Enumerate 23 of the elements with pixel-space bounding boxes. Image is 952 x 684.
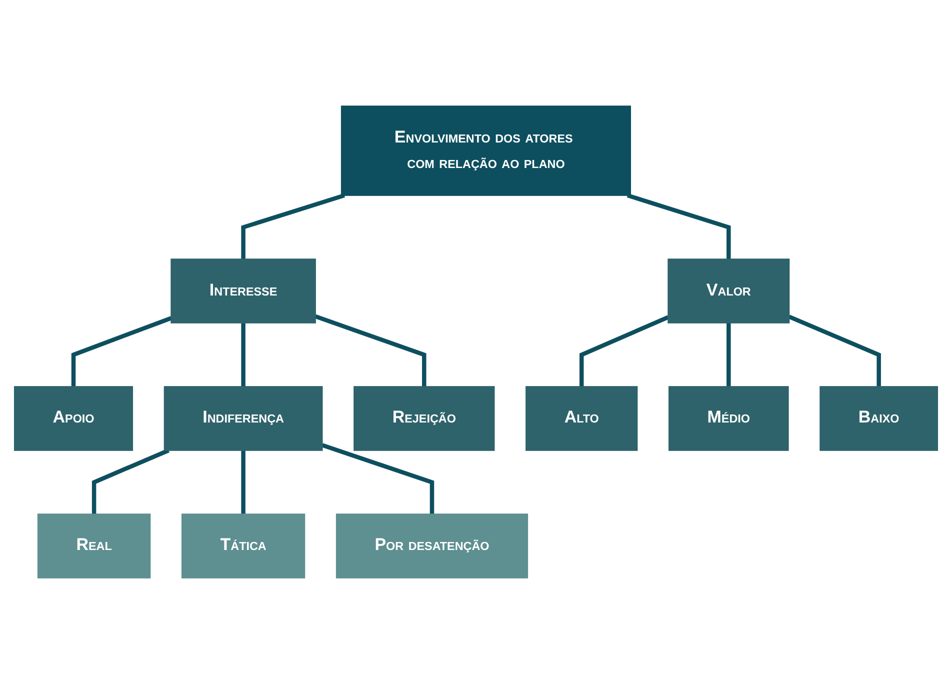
connector	[322, 443, 434, 514]
node-box: Alto	[526, 386, 638, 451]
node-box: Real	[37, 514, 151, 578]
node-box: Tática	[181, 514, 306, 578]
node-box: Envolvimento dos atores com relação ao plano	[340, 106, 631, 196]
node-box: Apoio	[14, 386, 134, 451]
connector	[92, 448, 170, 514]
connector	[241, 450, 246, 514]
node-box: Indiferença	[164, 386, 323, 451]
connector	[241, 322, 246, 387]
connector	[241, 193, 346, 260]
node-box: Rejeição	[354, 386, 495, 451]
connector	[71, 316, 172, 387]
connector	[788, 314, 881, 387]
node-box: Por desatenção	[336, 514, 528, 578]
node-box: Interesse	[170, 258, 316, 324]
connector	[579, 315, 670, 387]
node-box: Médio	[668, 386, 789, 451]
connector	[314, 314, 426, 387]
connector	[726, 322, 731, 387]
node-box: Valor	[668, 258, 790, 324]
node-box: Baixo	[820, 386, 938, 451]
connector	[626, 193, 731, 260]
